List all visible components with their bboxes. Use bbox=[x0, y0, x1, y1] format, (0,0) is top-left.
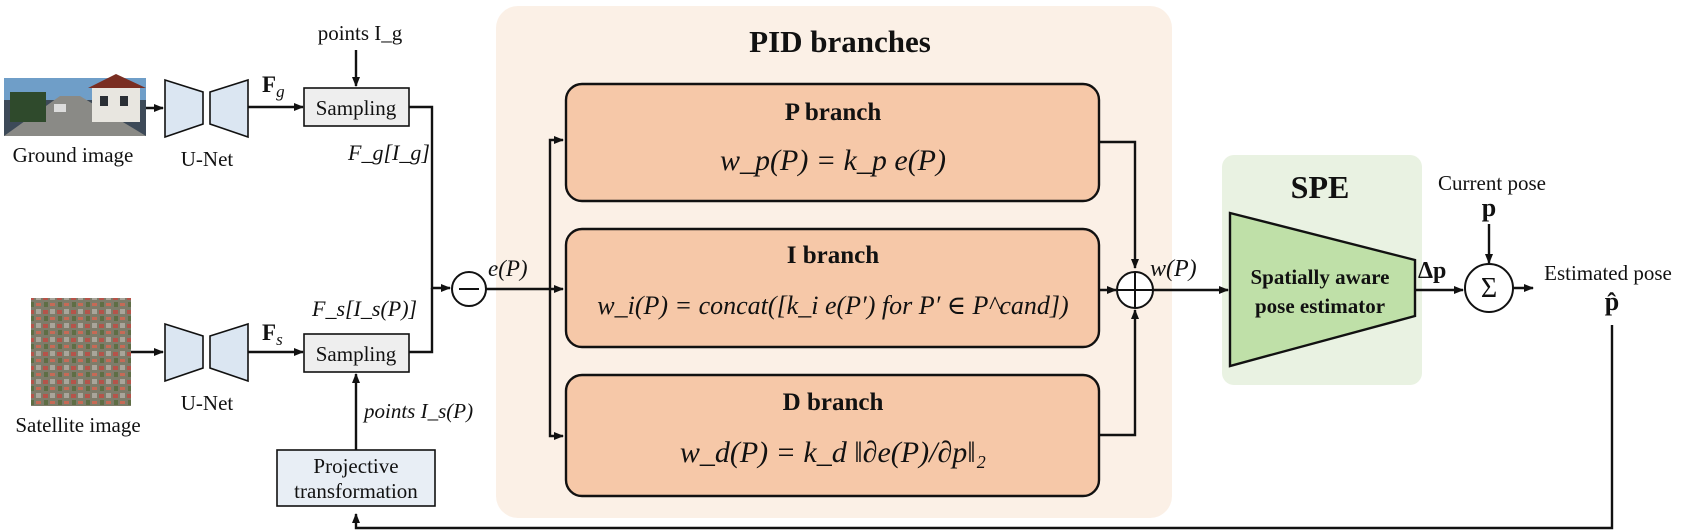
arrow-p-to-sum bbox=[1099, 140, 1139, 269]
projective-line1: Projective bbox=[313, 454, 398, 478]
p-branch-title: P branch bbox=[785, 99, 882, 126]
spe-line2: pose estimator bbox=[1255, 294, 1385, 318]
arrow-d-to-sum bbox=[1099, 309, 1139, 437]
current-pose-symbol: p bbox=[1482, 193, 1496, 222]
unet-satellite bbox=[164, 322, 249, 383]
sum-label: w(P) bbox=[1150, 256, 1197, 282]
arrow-error-to-d-branch bbox=[548, 289, 564, 440]
feedback-loop-arrow bbox=[352, 325, 1614, 530]
feature-satellite-sampled: F_s[I_s(P)] bbox=[311, 296, 417, 321]
current-pose-label: Current pose bbox=[1438, 171, 1546, 195]
feature-ground-label: Fg bbox=[262, 72, 285, 101]
d-branch-title: D branch bbox=[783, 389, 884, 416]
error-label: e(P) bbox=[488, 256, 528, 281]
d-branch-formula: w_d(P) = k_d ‖∂e(P)/∂p‖₂ bbox=[680, 436, 986, 469]
unet-ground-label: U-Net bbox=[181, 147, 234, 171]
line-sat-sampled-to-diff bbox=[409, 288, 434, 354]
satellite-image-label: Satellite image bbox=[15, 413, 140, 437]
ground-image bbox=[4, 74, 146, 136]
estimated-pose-label: Estimated pose bbox=[1544, 261, 1672, 285]
unet-ground bbox=[164, 78, 249, 139]
i-branch-box bbox=[564, 227, 1101, 349]
spe-title: SPE bbox=[1291, 169, 1350, 205]
spe-line1: Spatially aware bbox=[1250, 265, 1389, 289]
unet-satellite-label: U-Net bbox=[181, 391, 234, 415]
sigma-symbol: Σ bbox=[1481, 273, 1497, 304]
points-ground-label: points I_g bbox=[318, 21, 403, 45]
feature-ground-sampled: F_g[I_g] bbox=[347, 140, 430, 165]
projective-line2: transformation bbox=[294, 479, 418, 503]
sampling-satellite-label: Sampling bbox=[316, 342, 397, 366]
i-branch-title: I branch bbox=[787, 242, 879, 269]
p-branch-formula: w_p(P) = k_p e(P) bbox=[720, 144, 946, 177]
ground-image-label: Ground image bbox=[13, 143, 134, 167]
i-branch-formula: w_i(P) = concat([k_i e(P′) for P′ ∈ P^ca… bbox=[597, 291, 1068, 320]
projective-box bbox=[276, 449, 436, 507]
estimated-pose-symbol: p̂ bbox=[1605, 287, 1619, 316]
feature-satellite-label: Fs bbox=[262, 320, 283, 349]
arrow-error-to-p-branch bbox=[548, 136, 564, 289]
points-satellite-label: points I_s(P) bbox=[362, 399, 473, 423]
spe-estimator-trapezoid bbox=[1228, 211, 1417, 368]
pid-title: PID branches bbox=[749, 24, 931, 59]
delta-p-label: Δp bbox=[1418, 258, 1446, 284]
arrow-ground-sampled-to-diff bbox=[409, 105, 451, 292]
sampling-ground-label: Sampling bbox=[316, 96, 397, 120]
satellite-image bbox=[31, 298, 131, 406]
